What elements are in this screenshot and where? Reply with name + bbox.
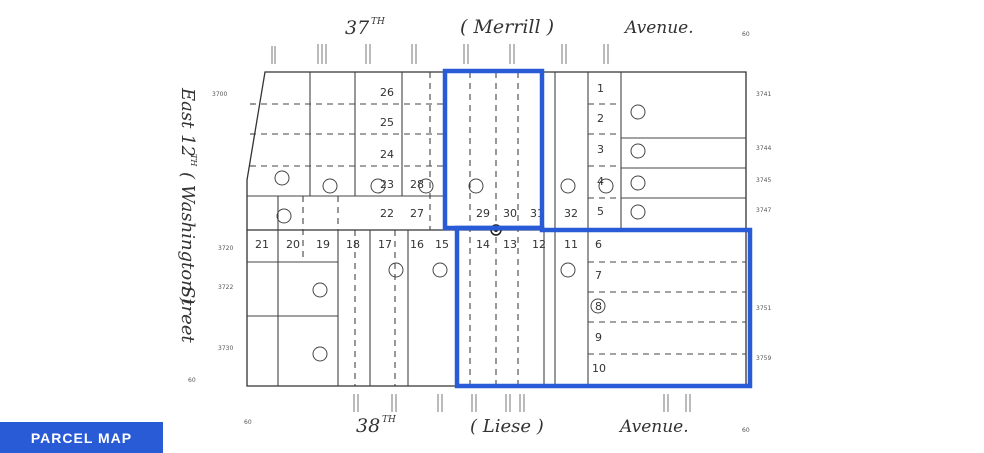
lot-number: 6 <box>595 238 602 251</box>
parcel-circles <box>274 104 646 362</box>
lot-number: 7 <box>595 269 602 282</box>
lot-number: 21 <box>255 238 269 251</box>
corner-mark: 60 <box>742 427 750 434</box>
lot-number: 2 <box>597 112 604 125</box>
lot-number: 24 <box>380 148 394 161</box>
address-label: 3730 <box>218 345 233 352</box>
top-street-number: 37 <box>345 17 370 39</box>
lot-number: 32 <box>564 207 578 220</box>
address-label: 3722 <box>218 284 233 291</box>
corner-mark: 60 <box>742 31 750 38</box>
bottom-street-label: 38 TH ( Liese ) Avenue. <box>356 415 689 437</box>
bottom-street-number: 38 <box>356 415 380 437</box>
lot-number: 10 <box>592 362 606 375</box>
lot-number: 22 <box>380 207 394 220</box>
left-street-label: East 12 TH ( Washington ) Street <box>177 87 198 343</box>
lot-number: 16 <box>410 238 424 251</box>
lot-number: 30 <box>503 207 517 220</box>
lot-number: 25 <box>380 116 394 129</box>
lot-number: 19 <box>316 238 330 251</box>
bottom-street-type: Avenue. <box>618 417 689 437</box>
reference-ticks <box>271 44 691 412</box>
lot-number: 12 <box>532 238 546 251</box>
left-street-suffix: TH <box>189 154 198 167</box>
corner-mark: 60 <box>244 419 252 426</box>
corner-mark: 60 <box>188 377 196 384</box>
lot-number: 29 <box>476 207 490 220</box>
bottom-street-alias: ( Liese ) <box>470 416 544 437</box>
address-label: 3720 <box>218 245 233 252</box>
highlighted-parcel-south <box>454 225 753 389</box>
lot-number: 15 <box>435 238 449 251</box>
address-labels: 3700 3722 3730 3741 3745 3747 3751 3759 … <box>212 91 771 362</box>
highlighted-parcel-north <box>442 68 545 231</box>
top-street-suffix: TH <box>371 17 385 27</box>
address-label: 3744 <box>756 145 771 152</box>
lot-number: 18 <box>346 238 360 251</box>
lot-number: 9 <box>595 331 602 344</box>
lot-number: 5 <box>597 205 604 218</box>
left-street-line2: ( Washington ) <box>177 172 198 305</box>
highlighted-parcel-outline <box>442 68 753 389</box>
address-label: 3751 <box>756 305 771 312</box>
lot-number: 3 <box>597 143 604 156</box>
parcel-map-badge: PARCEL MAP <box>0 422 163 453</box>
top-street-alias: ( Merrill ) <box>460 16 554 38</box>
address-label: 3747 <box>756 207 771 214</box>
lot-number-labels: 1 2 3 4 5 6 7 8 9 10 11 12 13 14 15 16 1… <box>255 82 606 375</box>
lot-number: 8 <box>595 300 602 313</box>
lot-number: 20 <box>286 238 300 251</box>
address-label: 3759 <box>756 355 771 362</box>
lot-number: 17 <box>378 238 392 251</box>
lot-number: 11 <box>564 238 578 251</box>
top-street-label: 37 TH ( Merrill ) Avenue. <box>345 16 694 39</box>
top-street-type: Avenue. <box>623 18 694 38</box>
lot-number: 13 <box>503 238 517 251</box>
lot-number: 1 <box>597 82 604 95</box>
left-street-line3: Street <box>177 286 198 343</box>
address-label: 3700 <box>212 91 227 98</box>
corner-marks: 60 60 60 60 <box>188 31 750 434</box>
address-label: 3745 <box>756 177 771 184</box>
left-street-line1: East 12 <box>177 87 198 157</box>
lot-number: 26 <box>380 86 394 99</box>
lot-number: 27 <box>410 207 424 220</box>
lot-number: 14 <box>476 238 490 251</box>
bottom-street-suffix: TH <box>382 415 396 425</box>
address-label: 3741 <box>756 91 771 98</box>
